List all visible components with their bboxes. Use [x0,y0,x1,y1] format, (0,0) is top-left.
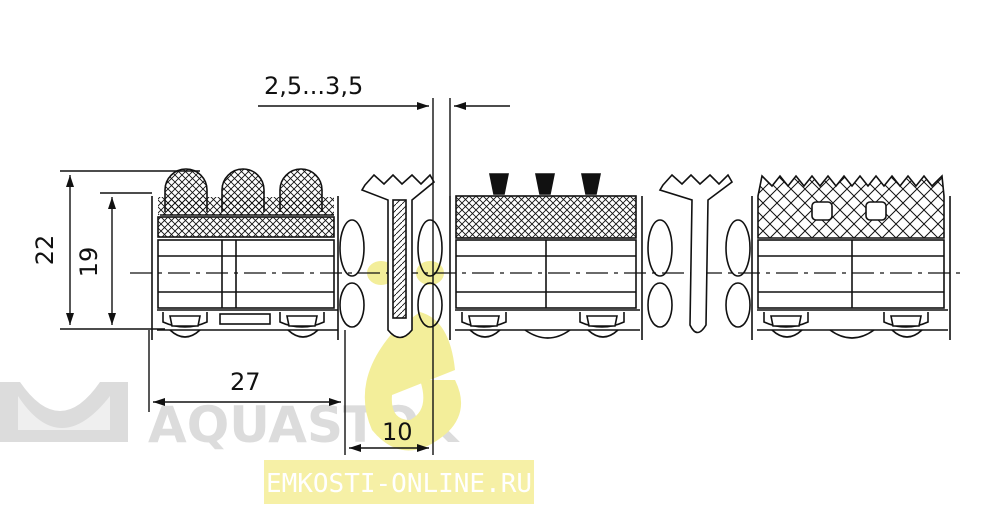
link-width-label: 10 [382,418,413,446]
website-text: EMKOSTI-ONLINE.RU [266,469,532,499]
module-brush-teeth [449,173,643,340]
dimension-height-22 [60,170,200,330]
website-banner-bg [264,460,534,504]
module-width-label: 27 [230,368,261,396]
height-total-label: 22 [31,235,59,266]
dimension-height-19 [100,192,152,325]
height-inner-label: 19 [75,247,103,278]
website-banner: EMKOSTI-ONLINE.RU [264,460,534,504]
connector-link-1 [339,173,443,339]
dimension-gap [258,98,510,330]
connector-link-2 [647,173,751,334]
dimension-width-10 [349,330,434,455]
dimension-width-27 [148,330,346,455]
aquastok-logo-inner [18,396,110,430]
module-textile-grid [751,174,951,340]
droplet-watermark [364,261,462,451]
gap-range-label: 2,5...3,5 [264,72,363,100]
module-rubber-bumps [151,168,339,340]
